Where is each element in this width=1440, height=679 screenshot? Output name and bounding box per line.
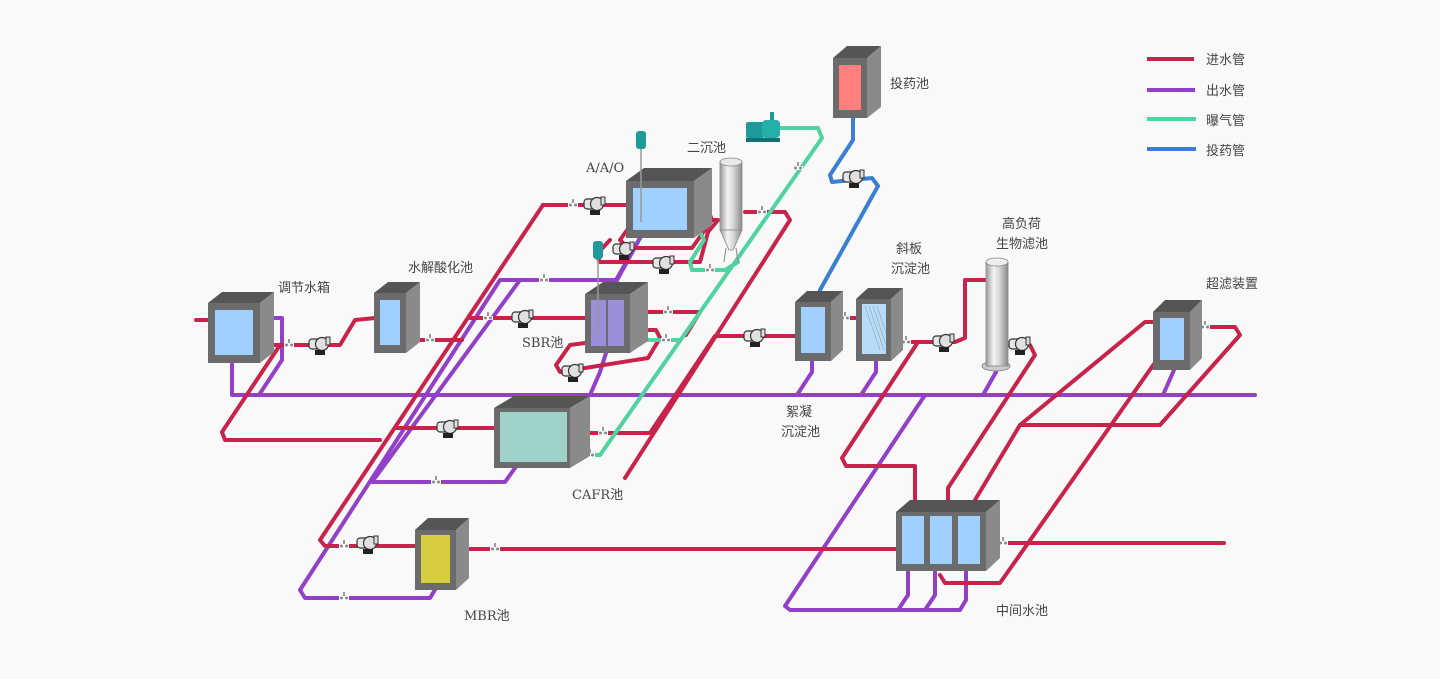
legend-label-aeration: 曝气管 xyxy=(1206,113,1245,129)
pump-icon xyxy=(842,169,865,189)
mbr-tank[interactable] xyxy=(415,518,469,590)
mixer-motor-icon xyxy=(636,131,646,149)
label-inclined-line1: 斜板 xyxy=(896,242,922,257)
label-aao-tank: A/A/O xyxy=(585,161,624,176)
outlet-pipe xyxy=(923,570,937,612)
sbr-tank[interactable] xyxy=(585,241,648,353)
legend-item-aeration: 曝气管 xyxy=(1147,113,1245,129)
inlet-pipe xyxy=(938,325,1182,585)
valve-icon xyxy=(431,476,441,484)
outlet-pipe xyxy=(896,570,910,612)
intermediate-tank[interactable] xyxy=(896,500,1000,571)
legend-label-dosing: 投药管 xyxy=(1206,143,1245,159)
pump-icon xyxy=(356,535,379,555)
label-mbr-tank: MBR池 xyxy=(464,609,510,624)
legend: 进水管 出水管 曝气管 投药管 xyxy=(1147,53,1245,159)
outlet-pipe xyxy=(783,393,968,612)
valve-icon xyxy=(425,334,435,342)
secondary-clarifier[interactable] xyxy=(719,157,743,263)
valve-icon xyxy=(663,306,673,314)
legend-item-outlet: 出水管 xyxy=(1147,84,1245,99)
valve-icon xyxy=(339,592,349,600)
label-ultrafiltration: 超滤装置 xyxy=(1206,277,1258,292)
blower-icon xyxy=(746,112,780,142)
label-flocculation-line1: 絮凝 xyxy=(786,404,812,420)
label-inclined-line2: 沉淀池 xyxy=(891,262,930,277)
inlet-pipe xyxy=(896,278,987,344)
label-cafr-tank: CAFR池 xyxy=(572,488,623,503)
valve-icon xyxy=(568,199,578,207)
pump-icon xyxy=(561,363,584,383)
pump-icon xyxy=(1008,336,1031,356)
inlet-pipe xyxy=(220,343,382,442)
label-dosing-tank: 投药池 xyxy=(890,76,929,92)
pump-icon xyxy=(652,255,675,275)
outlet-pipe xyxy=(981,370,998,397)
pump-icon xyxy=(932,333,955,353)
label-sbr-tank: SBR池 xyxy=(522,336,563,351)
dosing-pipe xyxy=(816,116,880,310)
flocculation-tank[interactable] xyxy=(795,291,843,361)
label-flocculation-line2: 沉淀池 xyxy=(781,425,820,440)
inclined-plate-tank[interactable] xyxy=(856,288,903,361)
label-regulating-tank: 调节水箱 xyxy=(278,280,330,296)
valve-icon xyxy=(598,427,608,435)
dosing-tank[interactable] xyxy=(833,46,881,118)
label-biofilter-line1: 高负荷 xyxy=(1002,216,1041,232)
valve-icon xyxy=(483,312,493,320)
cafr-tank[interactable] xyxy=(494,396,590,468)
pump-icon xyxy=(436,419,459,439)
inlet-pipe xyxy=(554,328,662,374)
aao-tank[interactable] xyxy=(626,131,712,238)
valve-icon xyxy=(793,162,803,170)
valve-icon xyxy=(490,543,500,551)
legend-label-inlet: 进水管 xyxy=(1206,53,1245,68)
legend-label-outlet: 出水管 xyxy=(1206,84,1245,99)
valve-icon xyxy=(339,540,349,548)
inlet-pipe xyxy=(318,203,545,548)
valve-icon xyxy=(757,206,767,214)
mixer-motor-icon xyxy=(593,241,603,259)
inlet-pipe xyxy=(840,340,920,512)
pump-icon xyxy=(743,328,766,348)
ultrafiltration-unit[interactable] xyxy=(1153,300,1202,370)
label-intermediate-tank: 中间水池 xyxy=(996,604,1048,619)
valve-icon xyxy=(705,264,715,272)
pump-icon xyxy=(308,336,331,356)
valve-icon xyxy=(284,339,294,347)
label-biofilter-line2: 生物滤池 xyxy=(996,237,1048,252)
valve-icon xyxy=(661,334,671,342)
outlet-pipe xyxy=(588,351,608,397)
dosing-pipes xyxy=(816,116,880,310)
outlet-pipe xyxy=(1161,368,1176,397)
pump-icon xyxy=(511,309,534,329)
outlet-main-header xyxy=(230,360,1257,397)
label-hydrolysis-tank: 水解酸化池 xyxy=(408,261,473,276)
valve-icon xyxy=(539,274,549,282)
legend-item-inlet: 进水管 xyxy=(1147,53,1245,68)
outlet-pipe xyxy=(795,360,814,397)
outlet-pipe xyxy=(859,360,878,397)
label-secondary-clarifier: 二沉池 xyxy=(687,141,726,156)
biofilter-column[interactable] xyxy=(981,257,1011,372)
hydrolysis-tank[interactable] xyxy=(374,282,420,353)
legend-item-dosing: 投药管 xyxy=(1147,143,1245,159)
pump-icon xyxy=(583,196,606,216)
inlet-pipe xyxy=(1018,325,1242,427)
aeration-pipe xyxy=(583,126,824,457)
regulating-tank[interactable] xyxy=(208,292,274,363)
inlet-pipe xyxy=(262,316,377,347)
